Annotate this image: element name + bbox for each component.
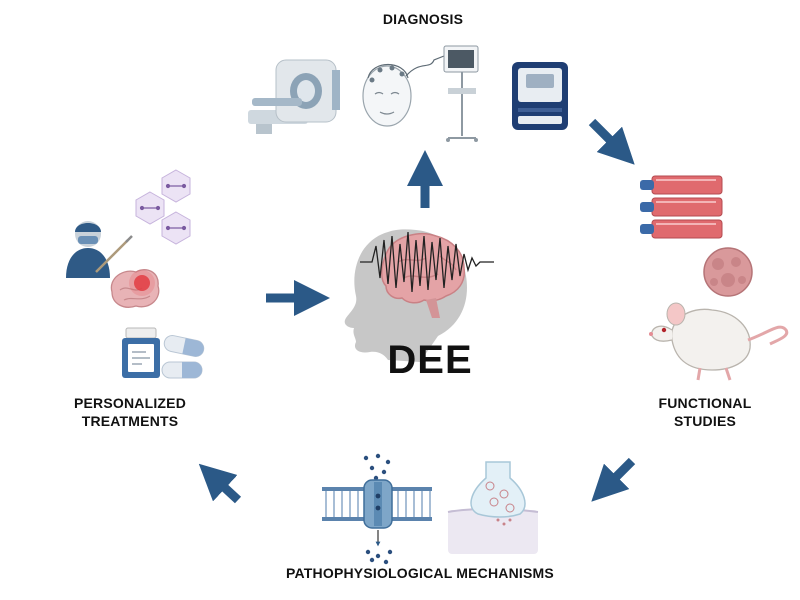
organoid-icon	[703, 247, 753, 297]
molecules-above	[363, 453, 391, 481]
center-label: DEE	[387, 338, 473, 382]
functional-line2: STUDIES	[673, 413, 737, 429]
arrow-mechanisms-to-treatments	[198, 463, 242, 504]
mri-scanner-icon	[248, 59, 340, 134]
mouse-icon	[649, 302, 789, 381]
cell-culture-flasks-icon	[640, 175, 723, 239]
stage-label-functional-studies: FUNCTIONAL STUDIES	[630, 394, 780, 430]
brainstem	[426, 298, 440, 318]
stage-label-diagnosis: DIAGNOSIS	[348, 10, 498, 28]
ion-channel-icon	[322, 453, 432, 565]
molecules-below	[365, 549, 393, 565]
treatments-line1: PERSONALIZED	[73, 395, 187, 411]
synapse-icon	[447, 461, 539, 554]
brain-lesion-icon	[110, 269, 160, 308]
surgeon-icon	[66, 221, 133, 278]
molecule-hexagon-icon	[135, 169, 191, 245]
diagnosis-text: DIAGNOSIS	[382, 11, 464, 27]
stage-label-pathophysiological-mechanisms: PATHOPHYSIOLOGICAL MECHANISMS	[250, 564, 590, 582]
pill-bottle-icon	[122, 327, 160, 378]
eeg-monitor-icon	[443, 45, 479, 142]
eeg-trace	[360, 231, 494, 293]
child-head-eeg-icon	[344, 229, 494, 362]
stage-label-personalized-treatments: PERSONALIZED TREATMENTS	[50, 394, 210, 430]
arrow-functional-to-mechanisms	[591, 457, 636, 502]
functional-line1: FUNCTIONAL	[658, 395, 752, 411]
treatments-line2: TREATMENTS	[81, 413, 179, 429]
cycle-arrows	[198, 118, 636, 504]
sequencer-icon	[512, 62, 568, 130]
arrow-diagnosis-to-functional	[588, 118, 635, 165]
mechanisms-text: PATHOPHYSIOLOGICAL MECHANISMS	[286, 565, 554, 581]
eeg-head-icon	[362, 55, 445, 127]
capsule-icon	[161, 335, 205, 379]
